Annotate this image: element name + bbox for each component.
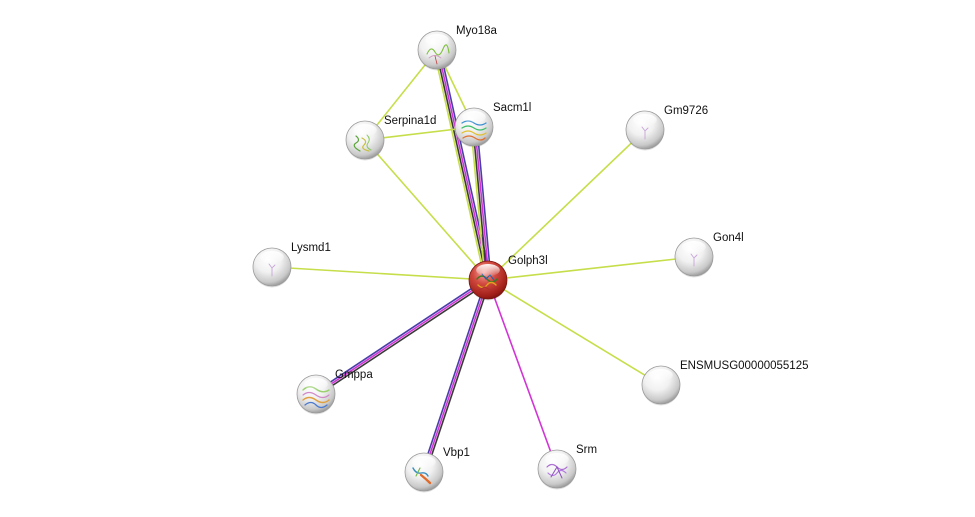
structure-strand — [690, 253, 698, 267]
edge-golph3l-gon4l[interactable] — [487, 256, 695, 281]
structure-strand — [361, 137, 370, 152]
node-vbp1[interactable]: Vbp1 — [404, 447, 470, 493]
node-label-gon4l: Gon4l — [713, 232, 744, 244]
node-highlight — [633, 114, 657, 127]
edge-golph3l-lysmd1[interactable] — [271, 266, 489, 281]
edge-evidence-database — [439, 49, 492, 280]
node-label-srm: Srm — [576, 444, 597, 456]
edge-golph3l-serpina1d[interactable] — [364, 139, 489, 281]
node-label-serpina1d: Serpina1d — [384, 115, 436, 127]
node-srm[interactable]: Srm — [537, 444, 597, 490]
node-gon4l[interactable]: Gon4l — [674, 232, 744, 278]
structure-strand — [477, 281, 497, 289]
structure-strand — [476, 275, 498, 283]
node-label-myo18a: Myo18a — [456, 25, 498, 37]
node-myo18a[interactable]: Myo18a — [417, 25, 498, 71]
edge-evidence-database — [314, 277, 488, 393]
edge-evidence-coexpression — [472, 127, 488, 281]
structure-strand — [268, 263, 276, 277]
node-label-ensmusg: ENSMUSG00000055125 — [680, 360, 809, 372]
structure-strand — [419, 473, 432, 485]
node-highlight — [476, 264, 500, 277]
node-gmppa[interactable]: Gmppa — [296, 369, 373, 415]
edge-evidence-database — [421, 279, 487, 472]
structure-strand — [415, 467, 421, 477]
structure-strand — [550, 465, 563, 479]
node-label-lysmd1: Lysmd1 — [291, 242, 331, 254]
edge-evidence-textmining — [487, 279, 662, 386]
node-golph3l[interactable]: Golph3l — [468, 255, 548, 301]
node-highlight — [425, 34, 449, 47]
node-highlight — [260, 251, 284, 264]
node-highlight — [412, 456, 436, 469]
structure-strand — [461, 130, 487, 136]
edge-evidence-experiments — [487, 279, 558, 470]
edge-golph3l-sacm1l[interactable] — [470, 126, 492, 281]
structure-strand — [434, 55, 438, 65]
structure-strand — [353, 135, 361, 152]
edge-golph3l-ensmusg[interactable] — [487, 279, 662, 386]
structure-strand — [547, 469, 567, 477]
node-label-vbp1: Vbp1 — [443, 447, 470, 459]
structure-strand — [302, 391, 330, 399]
node-highlight — [462, 111, 486, 124]
node-sacm1l[interactable]: Sacm1l — [454, 102, 531, 148]
edge-evidence-textmining — [271, 266, 489, 281]
edge-evidence-textmining — [487, 129, 646, 281]
edge-evidence-textmining — [433, 50, 486, 281]
structure-strand — [426, 44, 450, 56]
edge-evidence-textmining — [470, 127, 486, 281]
edge-evidence-coexpression — [316, 281, 490, 397]
edge-evidence-coexpression — [435, 50, 488, 281]
node-highlight — [649, 369, 673, 382]
structure-strand — [481, 273, 495, 281]
edge-evidence-experiments — [437, 49, 490, 280]
node-highlight — [682, 241, 706, 254]
edge-evidence-coexpression — [425, 280, 491, 473]
edge-golph3l-gm9726[interactable] — [487, 129, 646, 281]
edge-golph3l-myo18a[interactable] — [433, 49, 492, 281]
edge-evidence-experiments — [423, 279, 489, 473]
node-label-gm9726: Gm9726 — [664, 105, 708, 117]
node-highlight — [353, 124, 377, 137]
structure-strand — [302, 396, 330, 404]
edge-evidence-textmining — [364, 139, 489, 281]
edge-golph3l-vbp1[interactable] — [421, 279, 491, 473]
structure-strand — [462, 135, 486, 141]
node-serpina1d[interactable]: Serpina1d — [345, 115, 436, 161]
node-lysmd1[interactable]: Lysmd1 — [252, 242, 331, 288]
node-gm9726[interactable]: Gm9726 — [625, 105, 708, 151]
edge-golph3l-gmppa[interactable] — [314, 277, 490, 397]
node-label-sacm1l: Sacm1l — [493, 102, 531, 114]
node-label-gmppa: Gmppa — [335, 369, 373, 381]
structure-strand — [366, 134, 372, 151]
node-ensmusg[interactable]: ENSMUSG00000055125 — [641, 360, 809, 406]
node-label-golph3l: Golph3l — [508, 255, 548, 267]
structure-strand — [641, 126, 649, 140]
node-highlight — [545, 453, 569, 466]
edge-evidence-database — [476, 126, 492, 280]
node-highlight — [304, 378, 328, 391]
edge-evidence-experiments — [474, 126, 490, 280]
edge-golph3l-srm[interactable] — [487, 279, 558, 470]
structure-strand — [478, 286, 497, 291]
edge-evidence-experiments — [315, 279, 489, 395]
structure-strand — [304, 401, 328, 409]
structure-strand — [412, 467, 429, 477]
edge-evidence-textmining — [487, 256, 695, 281]
structure-strand — [461, 125, 487, 131]
structure-strand — [428, 55, 442, 59]
